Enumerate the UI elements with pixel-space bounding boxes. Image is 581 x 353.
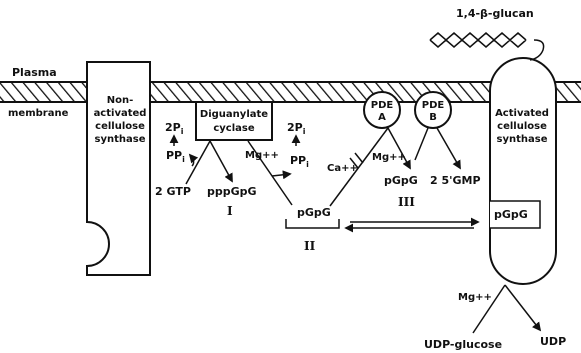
five-gmp-label: 2 5'GMP [430, 174, 481, 187]
ppi-right: PPi [290, 154, 309, 169]
roman-one: I [227, 204, 233, 218]
svg-text:activated: activated [94, 108, 147, 119]
arrow-gtp-to-ppi [190, 155, 194, 166]
dgc-line-left [186, 141, 210, 184]
ppi-left: PPi [166, 149, 185, 164]
bound-pgpg-label: pGpG [494, 208, 528, 221]
svg-text:synthase: synthase [497, 134, 548, 145]
mg-pde-label: Mg++ [372, 152, 406, 163]
pde-b-label-2: B [429, 112, 437, 123]
svg-text:cellulose: cellulose [497, 121, 547, 132]
pde-a-label-1: PDE [371, 100, 394, 111]
ca-label: Ca++ [327, 163, 358, 174]
diguanylate-cyclase-box [196, 102, 272, 140]
pgpg-free-label: pGpG [297, 206, 331, 219]
udp-label: UDP [540, 335, 566, 348]
pde-b-left-line [415, 128, 428, 160]
mg-bottom-label: Mg++ [458, 292, 492, 303]
activated-synthase-shape [490, 58, 556, 284]
ca-block-2 [355, 153, 363, 163]
roman-two: II [304, 239, 316, 253]
glucan-chain [430, 33, 544, 60]
membrane-label: membrane [8, 108, 69, 119]
activated-synthase-label: Activated cellulose synthase [495, 108, 549, 145]
pde-a-label-2: A [378, 112, 386, 123]
svg-text:cyclase: cyclase [213, 123, 255, 134]
two-pi-right: 2Pi [287, 121, 306, 136]
plasma-label: Plasma [12, 66, 57, 79]
svg-text:Non-: Non- [107, 95, 134, 106]
udp-line [505, 285, 540, 330]
pde-b-right-line [437, 128, 460, 168]
svg-text:synthase: synthase [95, 134, 146, 145]
svg-text:cellulose: cellulose [95, 121, 145, 132]
mg-dgc-label: Mg++ [245, 150, 279, 161]
two-pi-left: 2Pi [165, 121, 184, 136]
non-activated-synthase-shape [87, 62, 150, 275]
two-gtp-label: 2 GTP [155, 185, 191, 198]
pde-b-label-1: PDE [422, 100, 445, 111]
pgpg-free-bracket [286, 219, 339, 228]
svg-text:Activated: Activated [495, 108, 549, 119]
pgpg-a-label: pGpG [384, 174, 418, 187]
pppgpg-label: pppGpG [207, 185, 257, 198]
udp-glucose-label: UDP-glucose [424, 338, 502, 351]
glucan-label: 1,4-β-glucan [456, 7, 534, 20]
roman-three: III [398, 195, 415, 209]
pgpg-arrow [272, 174, 290, 176]
svg-text:Diguanylate: Diguanylate [200, 109, 268, 120]
dgc-line-right [210, 141, 232, 181]
